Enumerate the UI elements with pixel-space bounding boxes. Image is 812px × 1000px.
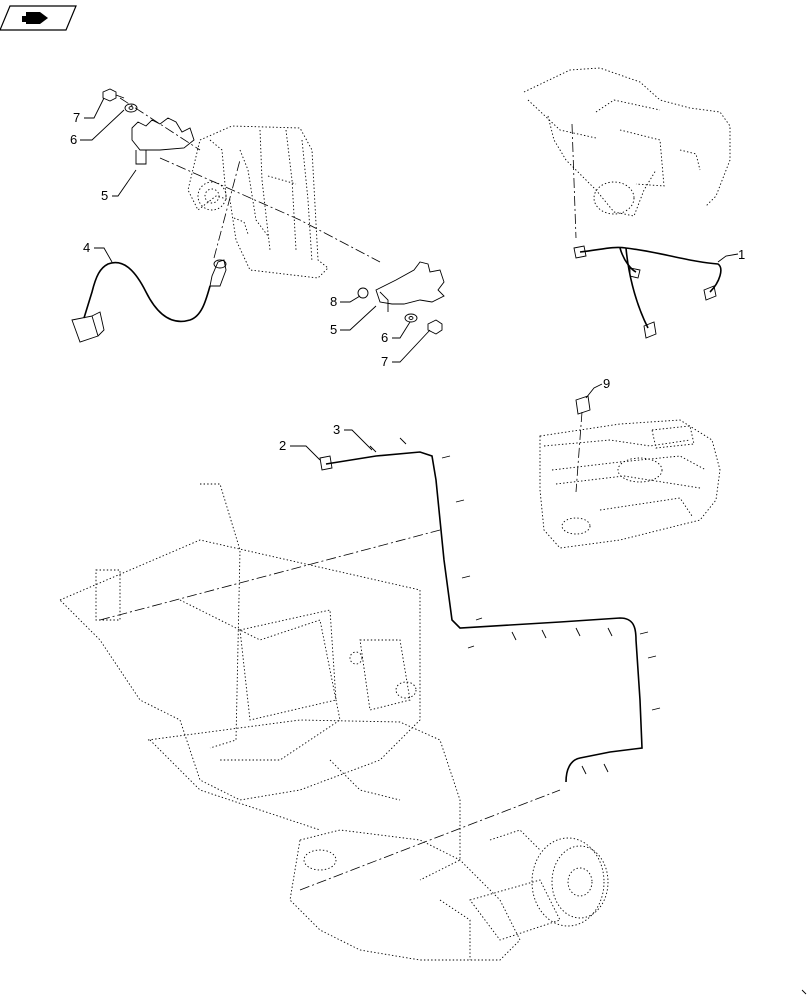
bolt-lower: [427, 319, 443, 335]
leader-lines: [80, 97, 739, 461]
bracket-upper: [131, 117, 195, 165]
callout-9: 9: [603, 376, 610, 391]
console-frame-top-right: [523, 67, 731, 217]
corner-mark: [801, 989, 807, 995]
callout-7-lower: 7: [381, 354, 388, 369]
bolt-upper: [102, 88, 125, 102]
washer-upper: [124, 103, 138, 113]
machine-frame: [59, 483, 521, 961]
callout-6-lower: 6: [381, 330, 388, 345]
switch-9: [575, 395, 591, 415]
bracket-lower: [375, 261, 445, 312]
callout-5-upper: 5: [101, 188, 108, 203]
callout-8: 8: [330, 294, 337, 309]
control-console: [539, 419, 721, 549]
axle-hub: [439, 829, 609, 960]
speed-sensor-harness: [71, 259, 227, 343]
callout-6-upper: 6: [70, 132, 77, 147]
wire-harness-1: [573, 245, 722, 339]
tube-clips: [441, 455, 661, 775]
callout-2: 2: [279, 438, 286, 453]
callout-3: 3: [333, 422, 340, 437]
callout-4: 4: [83, 240, 90, 255]
steering-column-assembly: [187, 125, 329, 279]
washer-8: [357, 287, 369, 299]
tube-assembly: [319, 437, 643, 783]
callout-7-upper: 7: [73, 110, 80, 125]
washer-6-lower: [404, 313, 418, 323]
forward-page-icon[interactable]: [0, 5, 77, 31]
callout-1: 1: [738, 247, 745, 262]
callout-5-lower: 5: [330, 322, 337, 337]
